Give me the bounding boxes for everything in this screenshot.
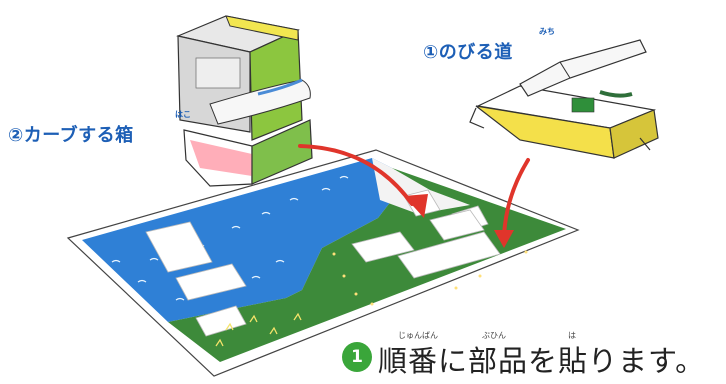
box-part-label: はこ ②カーブする箱 — [8, 110, 191, 147]
arrow-head-box — [404, 194, 428, 218]
ruby-paste: は — [568, 331, 576, 340]
ruby-order: じゅんばん — [398, 331, 438, 340]
road-part-title: ①のびる道 — [423, 42, 513, 63]
ruby-parts: ぶひん — [482, 331, 506, 340]
box-part-title: ②カーブする箱 — [8, 125, 134, 146]
box-ruby: はこ — [175, 110, 191, 119]
step-number-badge: 1 — [342, 342, 372, 372]
road-ruby: みち — [539, 27, 555, 36]
arrows — [298, 144, 530, 238]
arrow-head-road — [494, 230, 514, 248]
map-sheet — [66, 149, 580, 377]
curving-box-part — [176, 15, 313, 187]
step-instruction: 順番に部品を貼ります。 — [378, 344, 706, 378]
extending-road-part — [469, 39, 659, 159]
road-part-label: みち ①のびる道 — [423, 27, 555, 64]
sea-area — [82, 158, 392, 322]
